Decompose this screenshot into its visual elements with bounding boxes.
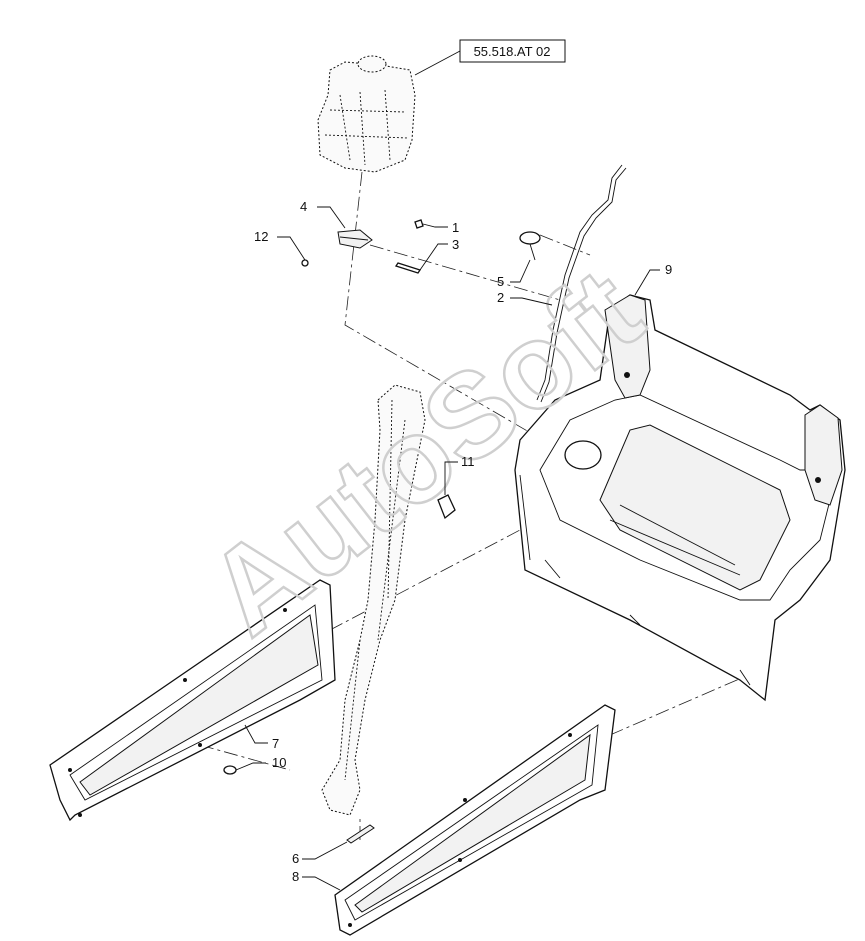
reference-label-text: 55.518.AT 02 bbox=[474, 44, 551, 59]
callout-2[interactable]: 2 bbox=[497, 290, 504, 305]
callout-7[interactable]: 7 bbox=[272, 736, 279, 751]
phantom-lines bbox=[199, 171, 761, 840]
bracket-assembly bbox=[301, 219, 424, 274]
washer-reservoir bbox=[317, 55, 416, 173]
bottom-sill-trim bbox=[334, 704, 616, 936]
rear-trim-panel bbox=[514, 294, 846, 702]
reference-label[interactable]: 55.518.AT 02 bbox=[414, 39, 566, 76]
callouts: 1 2 3 4 5 6 7 8 9 10 11 12 bbox=[254, 199, 672, 884]
adhesive-strip bbox=[346, 824, 375, 844]
callout-9[interactable]: 9 bbox=[665, 262, 672, 277]
callout-6[interactable]: 6 bbox=[292, 851, 299, 866]
callout-10[interactable]: 10 bbox=[272, 755, 286, 770]
left-sill-trim bbox=[49, 579, 336, 822]
push-clip bbox=[223, 765, 237, 775]
callout-12[interactable]: 12 bbox=[254, 229, 268, 244]
callout-4[interactable]: 4 bbox=[300, 199, 307, 214]
callout-11[interactable]: 11 bbox=[461, 454, 475, 469]
pillar-trim bbox=[321, 384, 456, 816]
callout-8[interactable]: 8 bbox=[292, 869, 299, 884]
callout-leaders bbox=[235, 206, 660, 891]
callout-3[interactable]: 3 bbox=[452, 237, 459, 252]
callout-1[interactable]: 1 bbox=[452, 220, 459, 235]
callout-5[interactable]: 5 bbox=[497, 274, 504, 289]
washer-hose bbox=[519, 164, 627, 403]
